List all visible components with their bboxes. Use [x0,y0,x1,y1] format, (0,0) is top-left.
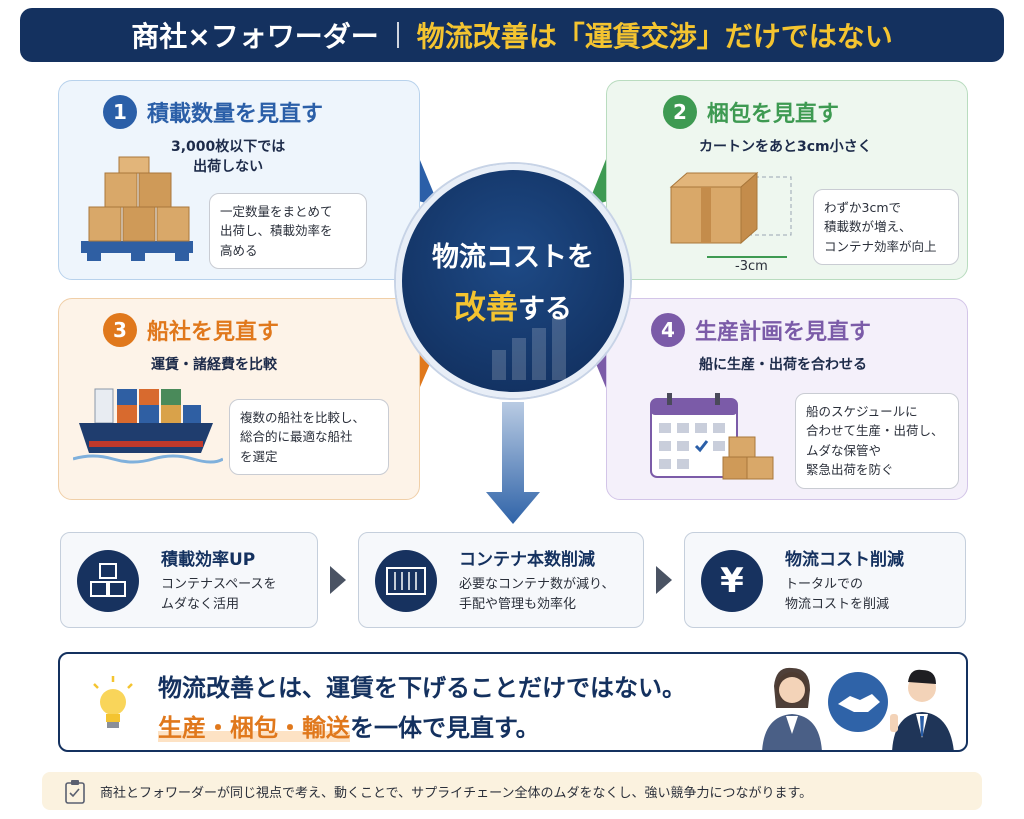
card-production-plan: 4 生産計画を見直す 船に生産・出荷を合わせる 船のスケジュールに 合わせて生産… [606,298,968,500]
card-packaging: 2 梱包を見直す カートンをあと3cm小さく -3cm わずか3cmで 積載数が… [606,80,968,280]
card-2-title: 2 梱包を見直す [663,95,839,129]
header-banner: 商社×フォワーダー 物流改善は「運賃交渉」だけではない [20,8,1004,62]
footer-text: 商社とフォワーダーが同じ視点で考え、動くことで、サプライチェーン全体のムダをなく… [100,785,813,801]
summary-line-1: 物流改善とは、運賃を下げることだけではない。 [158,674,686,702]
calendar-icon [650,393,774,480]
business-people-handshake-icon [762,667,954,750]
card-2-bubble: わずか3cmで 積載数が増え、 コンテナ効率が向上 [813,189,959,266]
flow-1-description: コンテナスペースを ムダなく活用 [161,577,277,613]
card-3-title: 3 船社を見直す [103,313,279,347]
flow-3-description: トータルでの 物流コストを削減 [785,577,890,613]
summary-line-2: 生産・梱包・輸送を一体で見直す。 [158,714,540,742]
flow-loading-efficiency: 積載効率UP コンテナスペースを ムダなく活用 [60,532,318,628]
center-goal-circle: 物流コストを 改善する [396,164,630,398]
header-divider [396,22,399,48]
flow-chevron-1 [330,566,346,594]
card-4-number: 4 [651,313,685,347]
card-1-bubble: 一定数量をまとめて 出荷し、積載効率を 高める [209,193,367,270]
card-4-title: 4 生産計画を見直す [651,313,871,347]
flow-container-reduction: コンテナ本数削減 必要なコンテナ数が減り、 手配や管理も効率化 [358,532,644,628]
flow-2-description: 必要なコンテナ数が減り、 手配や管理も効率化 [459,577,615,613]
center-line-2: 改善する [453,287,572,326]
boxes-on-pallet-icon [81,156,193,261]
card-2-subtitle: カートンをあと3cm小さく [699,139,872,155]
stacked-boxes-icon [77,550,139,612]
cardboard-box-icon [669,171,792,258]
flow-1-title: 積載効率UP [161,550,256,570]
card-3-bubble: 複数の船社を比較し、 総合的に最適な船社 を選定 [229,399,389,476]
header-title-part1: 商社×フォワーダー [131,20,379,53]
container-ship-icon [73,388,223,464]
flow-chevron-2 [656,566,672,594]
card-1-subtitle: 3,000枚以下では 出荷しない [171,139,286,176]
card-4-subtitle: 船に生産・出荷を合わせる [699,357,867,373]
footer-note: 商社とフォワーダーが同じ視点で考え、動くことで、サプライチェーン全体のムダをなく… [42,772,982,810]
clipboard-icon [65,780,85,804]
card-shipping-line: 3 船社を見直す 運賃・諸経費を比較 複数の船社を比較し、 総合的に最適な船社 … [58,298,420,500]
card-2-dimension-label: -3cm [735,259,768,274]
center-line-1: 物流コストを [432,241,594,273]
flow-cost-reduction: ¥ 物流コスト削減 トータルでの 物流コストを削減 [684,532,966,628]
card-3-number: 3 [103,313,137,347]
card-2-number: 2 [663,95,697,129]
summary-banner: 物流改善とは、運賃を下げることだけではない。 生産・梱包・輸送を一体で見直す。 [58,652,968,752]
card-1-title: 1 積載数量を見直す [103,95,323,129]
flow-3-title: 物流コスト削減 [785,550,904,570]
header-title-part2: 物流改善は「運賃交渉」だけではない [416,20,893,53]
card-4-bubble: 船のスケジュールに 合わせて生産・出荷し、 ムダな保管や 緊急出荷を防ぐ [795,393,959,489]
card-1-number: 1 [103,95,137,129]
arrow-down [486,402,540,524]
card-loading-quantity: 1 積載数量を見直す 3,000枚以下では 出荷しない 一定数量をまとめて 出荷… [58,80,420,280]
bar-chart-decoration-icon [492,318,566,380]
shipping-container-icon [375,550,437,612]
lightbulb-icon [93,676,133,728]
flow-2-title: コンテナ本数削減 [459,550,595,570]
yen-icon: ¥ [701,550,763,612]
card-3-subtitle: 運賃・諸経費を比較 [151,357,277,373]
